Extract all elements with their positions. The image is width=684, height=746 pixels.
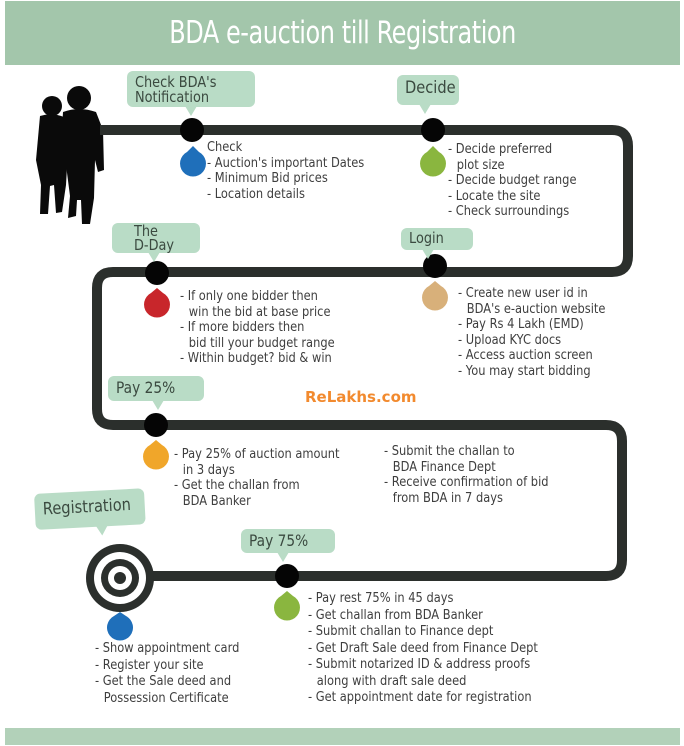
timeline-track [92, 125, 633, 581]
step-label: Check BDA's Notification [135, 73, 217, 106]
notes-d-day: - If only one bidder then win the bid at… [180, 289, 356, 367]
step-label: The D-Day [134, 222, 175, 254]
step-bubble-decide: Decide [397, 75, 459, 114]
note-line: - Get the challan from [174, 478, 300, 493]
note-line: - Receive confirmation of bid [384, 475, 549, 490]
note-line: plot size [456, 157, 505, 173]
step-label: Registration [42, 494, 132, 520]
note-line: - Get appointment date for registration [308, 690, 532, 705]
target-icon [86, 544, 154, 612]
note-line: - Auction's important Dates [207, 155, 365, 171]
note-line: - Register your site [95, 657, 204, 673]
page-title: BDA e-auction till Registration [169, 15, 516, 51]
step-bubble-check-notification: Check BDA's Notification [127, 71, 255, 116]
note-line: - Get Draft Sale deed from Finance Dept [308, 640, 538, 656]
step-label: Decide [405, 78, 456, 98]
notes-pay-25: - Pay 25% of auction amount in 3 days - … [174, 447, 362, 509]
title-banner: BDA e-auction till Registration [5, 1, 680, 65]
note-line: - Within budget? bid & win [180, 351, 332, 366]
note-line: BDA Finance Dept [392, 459, 496, 475]
note-line: Check [207, 140, 243, 155]
note-line: - Get the Sale deed and [95, 674, 232, 689]
notes-pay-75: - Pay rest 75% in 45 days - Get challan … [308, 591, 569, 707]
note-line: - Get challan from BDA Banker [308, 607, 483, 623]
note-line: - Check surroundings [448, 204, 570, 219]
note-line: win the bid at base price [188, 304, 331, 320]
note-line: - Show appointment card [95, 641, 240, 656]
footer-bar [5, 728, 680, 745]
step-bubble-pay-75: Pay 75% [241, 529, 335, 562]
note-line: - Decide preferred [448, 142, 553, 157]
notes-pay-25-confirmation: - Submit the challan to BDA Finance Dept… [384, 444, 571, 506]
note-line: - Submit the challan to [384, 444, 515, 459]
note-line: in 3 days [182, 462, 235, 478]
step-label: Pay 25% [116, 378, 176, 397]
note-line: - Submit notarized ID & address proofs [308, 657, 531, 672]
step-bubble-login: Login [401, 228, 473, 259]
note-line: - Locate the site [448, 188, 541, 204]
note-line: - Decide budget range [448, 173, 577, 188]
note-line: - You may start bidding [458, 363, 591, 379]
note-line: - Access auction screen [458, 348, 593, 363]
notes-login: - Create new user id in BDA's e-auction … [458, 286, 626, 379]
step-bubble-registration: Registration [34, 488, 146, 530]
relakhs-watermark: ReLakhs.com [305, 388, 417, 406]
note-line: - Pay rest 75% in 45 days [308, 591, 454, 606]
note-line: - Submit challan to Finance dept [308, 624, 494, 639]
note-line: - Pay Rs 4 Lakh (EMD) [458, 317, 584, 332]
note-line: - If only one bidder then [180, 289, 318, 304]
note-line: bid till your budget range [188, 335, 335, 351]
note-line: - Location details [207, 186, 305, 202]
note-line: - Pay 25% of auction amount [174, 447, 340, 462]
notes-check-notification: Check - Auction's important Dates - Mini… [207, 140, 386, 202]
step-label: Pay 75% [249, 531, 309, 550]
drop-marker-icon [107, 146, 449, 641]
notes-decide: - Decide preferred plot size - Decide bu… [448, 142, 594, 220]
notes-registration: - Show appointment card - Register your … [95, 641, 259, 707]
step-node-icon [144, 118, 447, 588]
note-line: BDA's e-auction website [466, 301, 606, 317]
note-line: BDA Banker [182, 493, 251, 509]
couple-silhouette-icon [36, 86, 104, 224]
note-line: - Create new user id in [458, 286, 588, 301]
step-label: Login [409, 229, 444, 247]
step-bubble-d-day: The D-Day [112, 222, 200, 262]
note-line: along with draft sale deed [316, 673, 467, 689]
note-line: from BDA in 7 days [392, 490, 503, 506]
note-line: - Minimum Bid prices [207, 171, 328, 186]
note-line: - Upload KYC docs [458, 332, 562, 348]
note-line: - If more bidders then [180, 320, 305, 335]
step-bubble-pay-25: Pay 25% [108, 376, 204, 410]
note-line: Possession Certificate [103, 690, 229, 706]
